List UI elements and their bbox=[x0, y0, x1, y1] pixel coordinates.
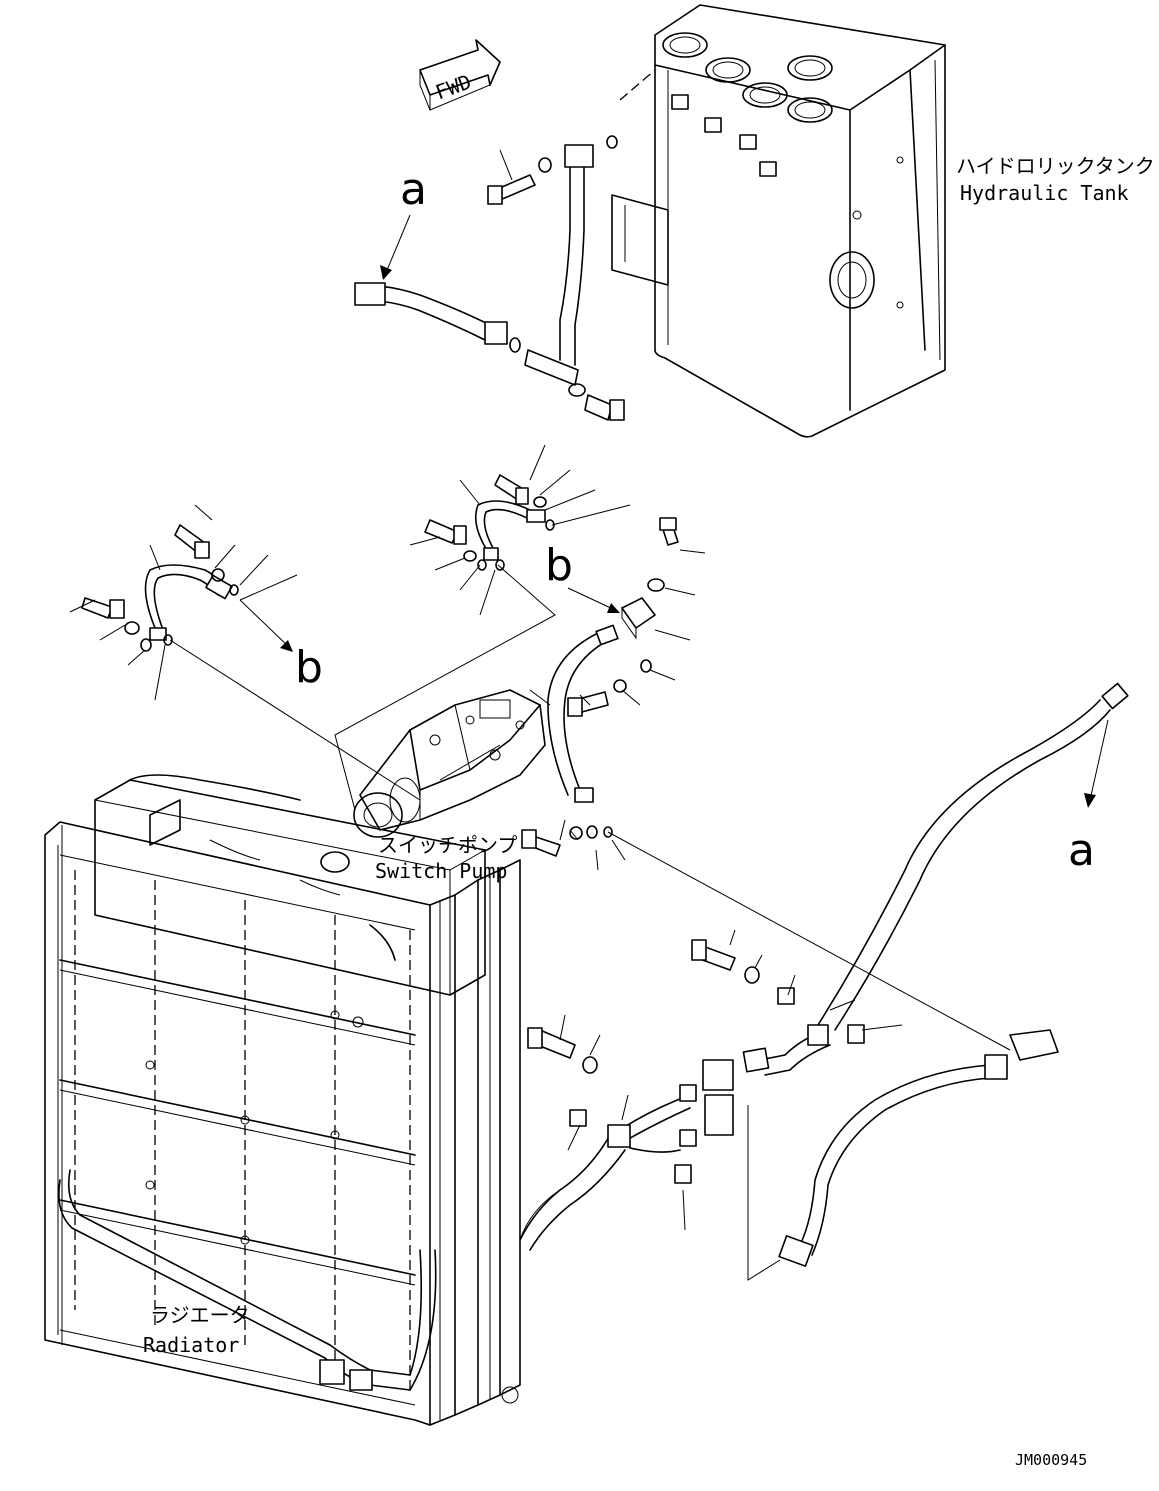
leader-a-top bbox=[384, 214, 411, 276]
pump-label-ja: スイッチポンプ bbox=[378, 833, 517, 857]
ref-a-right: a bbox=[1068, 825, 1095, 876]
leader-b-mid bbox=[567, 587, 616, 611]
tank-label-en: Hydraulic Tank bbox=[960, 181, 1129, 205]
arrowhead-a-top bbox=[380, 265, 392, 280]
ref-a-top: a bbox=[400, 164, 427, 215]
leader-a-right bbox=[1089, 719, 1109, 801]
pump-label-en: Switch Pump bbox=[375, 859, 507, 883]
arrowhead-b-left bbox=[280, 640, 293, 652]
drawing-number: JM000945 bbox=[1015, 1451, 1087, 1469]
radiator bbox=[44, 774, 561, 1426]
fwd-label: FWD bbox=[432, 70, 474, 105]
arrowhead-b-mid bbox=[607, 603, 620, 613]
middle-pump-hose bbox=[334, 444, 631, 811]
left-pump-hose bbox=[69, 504, 421, 801]
switch-pump bbox=[353, 689, 546, 838]
center-fittings bbox=[519, 1014, 734, 1251]
fwd-direction-arrow: FWD bbox=[419, 39, 501, 111]
lower-right-hose bbox=[747, 1029, 1059, 1281]
leader-b-left bbox=[239, 599, 291, 649]
tank-label-ja: ハイドロリックタンク bbox=[956, 154, 1155, 178]
pump-outlet-hose bbox=[521, 517, 1011, 1051]
radiator-label-en: Radiator bbox=[143, 1333, 239, 1357]
hydraulic-tank bbox=[611, 4, 946, 438]
arrowhead-a-right bbox=[1084, 793, 1096, 808]
ref-b-left: b bbox=[295, 642, 323, 693]
radiator-label-ja: ラジエータ bbox=[150, 1303, 250, 1327]
ref-b-mid: b bbox=[545, 540, 573, 591]
tank-suction-tube bbox=[354, 135, 625, 421]
right-long-hose bbox=[691, 682, 1129, 1076]
